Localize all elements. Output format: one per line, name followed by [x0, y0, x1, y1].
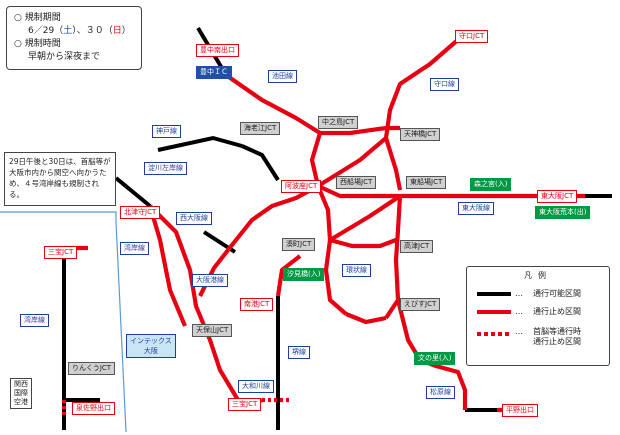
circle-icon: ○	[14, 39, 22, 49]
label-kobe-line: 神戸線	[152, 125, 181, 138]
label-intex-osaka: インテックス 大阪	[126, 334, 176, 358]
label-hirano-exit: 平野出口	[502, 404, 538, 417]
label-yodogawa-line: 淀川左岸線	[144, 162, 187, 175]
leaders-closed-roads	[61, 397, 290, 418]
date-a: 6／29（	[28, 26, 64, 36]
label-moriguchi-jct: 守口JCT	[455, 30, 489, 43]
date-end: ）	[121, 26, 131, 36]
label-ikeda-line: 池田線	[268, 70, 297, 83]
inset-label-rinku-jct: りんくうJCT	[68, 362, 116, 375]
label-nishiosaka-line: 西大阪線	[176, 212, 212, 225]
label-nakanoshima-jct: 中之島JCT	[318, 116, 359, 129]
label-wangan-line: 湾岸線	[120, 242, 149, 255]
time-label: 規制時間	[24, 39, 61, 49]
label-shiomibashi-entrance: 汐見橋(入)	[283, 268, 325, 281]
day-a: 土	[63, 26, 73, 36]
open-roads	[62, 26, 612, 430]
label-kitatsumori-jct: 北津守JCT	[120, 206, 161, 219]
label-toyonaka-minami: 豊中南出口	[196, 44, 239, 57]
label-bunnosato-entrance: 文の里(入)	[414, 352, 456, 365]
label-moriguchi-line: 守口線	[430, 78, 459, 91]
legend-leaders: 首脳等通行時 通行止め区間	[533, 327, 581, 346]
day-b: 日	[112, 26, 122, 36]
legend-dots-1: …	[515, 289, 523, 298]
label-toyonaka-ic: 豊中ＩＣ	[196, 66, 232, 79]
label-higashiosaka-arakawa-exit: 東大阪荒本(出)	[535, 206, 591, 219]
legend-dots-2: …	[515, 307, 523, 316]
legend-closed: 通行止め区間	[533, 307, 581, 316]
inset-label-wangan-line: 湾岸線	[20, 314, 49, 327]
label-mitakara-jct: 三宝JCT	[228, 398, 262, 411]
note-box: 29日午後と30日は、首脳等が大阪市内から関空へ向かうため、４号湾岸線も規制され…	[4, 152, 116, 206]
label-sakai-line: 堺線	[288, 346, 310, 359]
label-yamatogawa-line: 大和川線	[238, 380, 274, 393]
label-tenjinbashi-jct: 天神橋JCT	[400, 128, 441, 141]
label-korai-jct: 高津JCT	[400, 240, 434, 253]
inset-border	[0, 211, 127, 433]
label-minamiko-jct: 南港JCT	[240, 298, 274, 311]
label-ebisucho-jct: えびすJCT	[400, 298, 441, 311]
period-label: 規制期間	[24, 13, 61, 23]
label-matsubara-line: 松原線	[426, 386, 455, 399]
closed-roads	[64, 36, 585, 413]
circle-icon: ○	[14, 13, 22, 23]
date-mid: ）、３０（	[72, 26, 113, 36]
legend-open: 通行可能区間	[533, 289, 581, 298]
label-morinomiya-entrance: 森之宮(入)	[470, 178, 512, 191]
label-kanjo-line: 環状線	[342, 264, 371, 277]
label-higashiosaka-jct: 東大阪JCT	[537, 190, 578, 203]
time-value: 早朝から深夜まで	[28, 52, 101, 62]
label-ebie-jct: 海老江JCT	[240, 122, 281, 135]
label-tenpozan-jct: 天保山JCT	[192, 324, 233, 337]
label-minatomachi-jct: 湊町JCT	[282, 238, 316, 251]
legend-swatches	[477, 292, 511, 336]
label-nishisenba-jct: 西船場JCT	[336, 176, 377, 189]
label-higashisenba-jct: 東船場JCT	[406, 176, 447, 189]
legend-box: 凡例 … 通行可能区間 … 通行止め区間 … 首脳等通行時 通行止め区間	[466, 266, 610, 366]
inset-label-izumisano-exit: 泉佐野出口	[72, 402, 115, 415]
legend-title: 凡例	[524, 271, 552, 280]
note-text: 29日午後と30日は、首脳等が大阪市内から関空へ向かうため、４号湾岸線も規制され…	[9, 157, 111, 199]
legend-dots-3: …	[515, 327, 523, 336]
label-osaka-port-line: 大阪港線	[192, 274, 228, 287]
regulation-info-box: ○ 規制期間 6／29（土）、３０（日） ○ 規制時間 早朝から深夜まで	[6, 6, 142, 70]
inset-label-mitakara-jct: 三宝JCT	[44, 246, 78, 259]
label-awaza-jct: 阿波座JCT	[281, 180, 322, 193]
label-higashiosaka-line: 東大阪線	[458, 202, 494, 215]
inset-label-kansai-airport: 関西 国際 空港	[10, 378, 32, 409]
